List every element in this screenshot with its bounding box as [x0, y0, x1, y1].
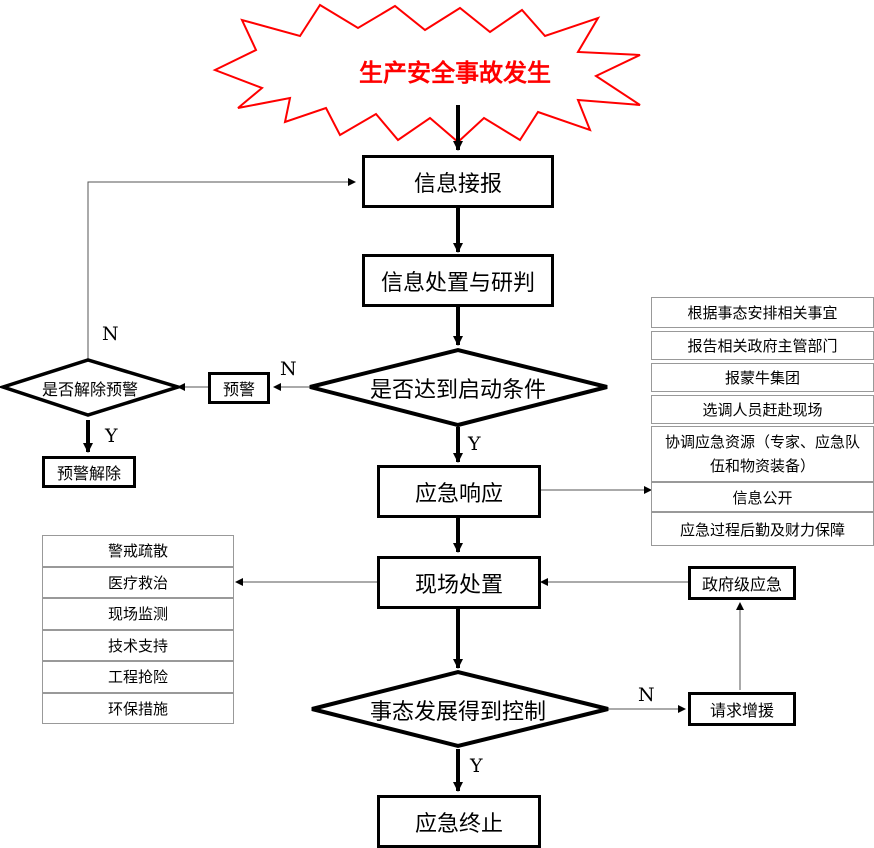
measure-item: 技术支持 — [42, 629, 234, 661]
measure-item: 环保措施 — [42, 692, 234, 724]
condition-no-label: N — [280, 358, 297, 380]
request-support-box: 请求增援 — [688, 692, 796, 726]
onsite-measures-list: 警戒疏散 医疗救治 现场监测 技术支持 工程抢险 环保措施 — [42, 535, 234, 724]
lift-yes-label: Y — [105, 425, 118, 447]
measure-item: 警戒疏散 — [42, 535, 234, 567]
action-item: 报蒙牛集团 — [651, 363, 874, 392]
main-flow-arrows — [83, 105, 463, 792]
action-item: 根据事态安排相关事宜 — [651, 297, 874, 328]
measure-item: 现场监测 — [42, 598, 234, 630]
lift-warning-diamond — [0, 358, 184, 417]
action-item: 报告相关政府主管部门 — [651, 331, 874, 360]
control-no-label: N — [638, 684, 655, 706]
government-response-box: 政府级应急 — [688, 566, 796, 600]
info-assess-box: 信息处置与研判 — [362, 254, 554, 307]
action-item: 协调应急资源（专家、应急队伍和物资装备） — [651, 426, 874, 482]
start-title: 生产安全事故发生 — [359, 58, 551, 87]
action-item: 选调人员赶赴现场 — [651, 395, 874, 424]
action-item: 信息公开 — [651, 482, 874, 512]
control-text: 事态发展得到控制 — [369, 700, 546, 725]
measure-item: 医疗救治 — [42, 566, 234, 598]
control-diamond — [311, 669, 609, 749]
action-item: 应急过程后勤及财力保障 — [651, 512, 874, 546]
condition-yes-label: Y — [468, 433, 481, 455]
response-actions-list: 根据事态安排相关事宜 报告相关政府主管部门 报蒙牛集团 选调人员赶赴现场 协调应… — [651, 297, 874, 546]
condition-diamond — [309, 347, 608, 428]
control-yes-label: Y — [470, 755, 483, 777]
warning-box: 预警 — [208, 372, 270, 404]
measure-item: 工程抢险 — [42, 661, 234, 693]
onsite-disposal-box: 现场处置 — [377, 556, 541, 609]
info-receive-box: 信息接报 — [362, 155, 554, 208]
lift-no-label: N — [102, 323, 119, 345]
condition-text: 是否达到启动条件 — [369, 378, 546, 403]
emergency-response-box: 应急响应 — [377, 465, 541, 518]
warning-lifted-box: 预警解除 — [42, 456, 136, 488]
lift-warning-text: 是否解除预警 — [41, 380, 138, 399]
start-starburst — [212, 3, 641, 144]
emergency-end-box: 应急终止 — [377, 795, 541, 848]
